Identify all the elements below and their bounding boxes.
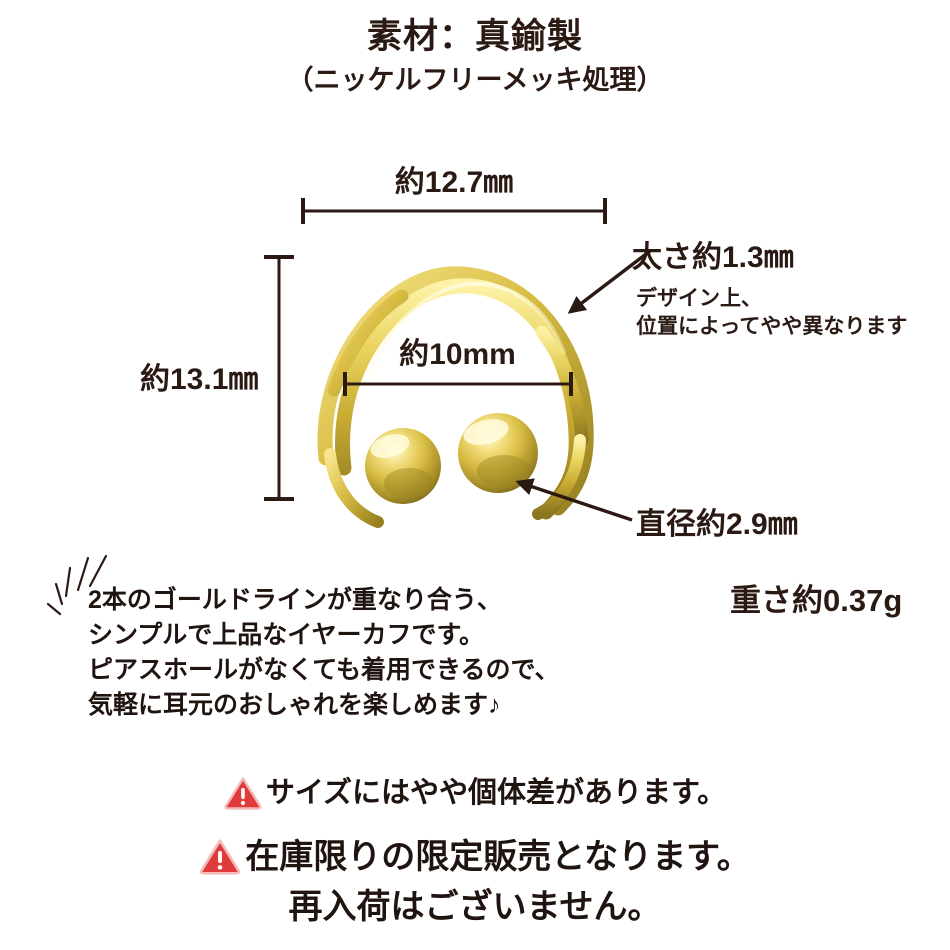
thickness-callout-arrow-icon [567, 249, 652, 314]
product-image-ear-cuff [317, 266, 594, 528]
warning-text-2: 在庫限りの限定販売となります。 [245, 837, 751, 876]
warning-text-3: 再入荷はございません。 [288, 888, 662, 926]
page-title: 素材：真鍮製 [366, 17, 583, 56]
thickness-note-line-2: 位置によってやや異なります [636, 315, 908, 339]
dimension-outer-width-bracket [301, 198, 607, 224]
description-line-4: 気軽に耳元のおしゃれを楽しめます♪ [88, 691, 501, 719]
warning-triangle-icon [224, 776, 262, 810]
product-description: 2本のゴールドラインが重なり合う、 シンプルで上品なイヤーカフです。 ピアスホー… [88, 583, 560, 723]
dimension-outer-height-bracket [264, 255, 294, 501]
warning-row-limited-stock: 在庫限りの限定販売となります。 [0, 838, 950, 875]
ball-diameter-label: 直径約2.9㎜ [636, 508, 798, 541]
thickness-label: 太さ約1.3㎜ [632, 241, 794, 274]
warning-triangle-icon [199, 838, 241, 875]
sparkle-lines-icon [46, 554, 108, 616]
description-line-3: ピアスホールがなくても着用できるので、 [88, 656, 560, 684]
ball-diameter-callout-arrow-icon [515, 478, 633, 522]
dimension-outer-height-label: 約13.1㎜ [140, 363, 259, 396]
thickness-note-line-1: デザイン上、 [636, 287, 762, 310]
warning-row-size-variance: サイズにはやや個体差があります。 [0, 776, 950, 810]
dimension-inner-width-label: 約10mm [399, 338, 516, 371]
dimension-inner-width-bracket [343, 372, 573, 396]
dimension-outer-width-label: 約12.7㎜ [394, 166, 514, 199]
description-line-1: 2本のゴールドラインが重なり合う、 [88, 586, 502, 614]
warning-row-no-restock: 再入荷はございません。 [0, 890, 950, 924]
warning-text-1: サイズにはやや個体差があります。 [265, 776, 727, 809]
weight-label: 重さ約0.37g [730, 583, 903, 618]
description-line-2: シンプルで上品なイヤーカフです。 [88, 621, 485, 649]
thickness-note: デザイン上、 位置によってやや異なります [636, 285, 907, 342]
page-subtitle: （ニッケルフリーメッキ処理） [286, 65, 664, 95]
